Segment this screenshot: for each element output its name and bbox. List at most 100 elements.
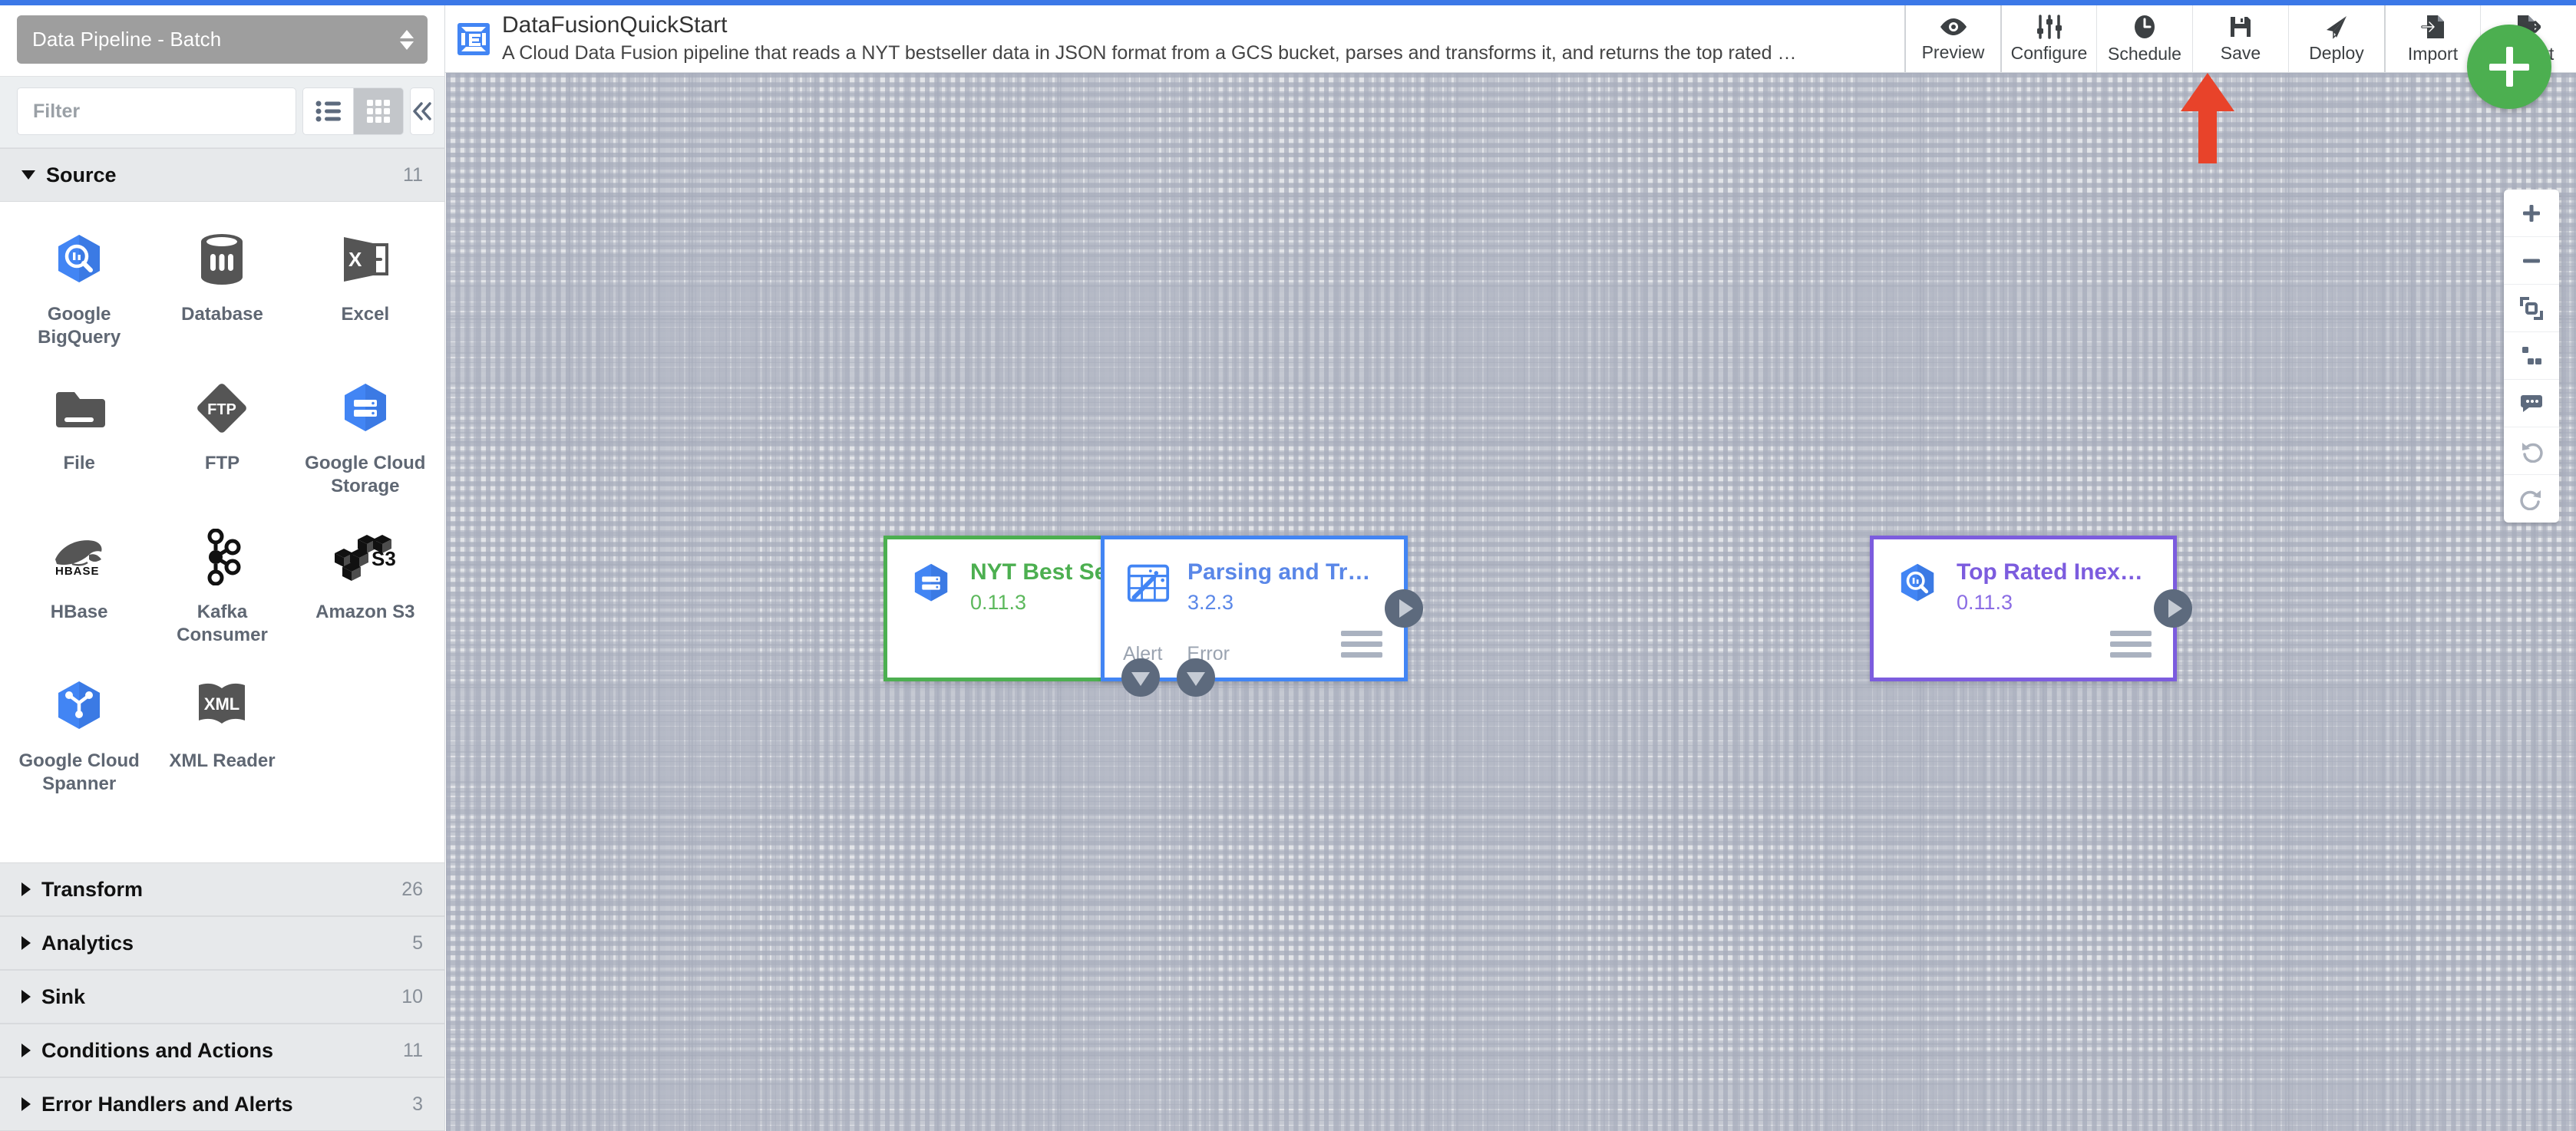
category-label: Error Handlers and Alerts	[41, 1092, 293, 1116]
list-icon	[315, 101, 341, 122]
plugin-item[interactable]: HBASE HBase	[8, 516, 150, 661]
wrangler-icon	[1125, 559, 1172, 607]
comment-button[interactable]	[2504, 380, 2559, 427]
plugin-label: FTP	[204, 453, 240, 473]
s3-icon: S3	[332, 524, 398, 590]
paper-plane-icon	[2327, 15, 2346, 39]
pipeline-description: A Cloud Data Fusion pipeline that reads …	[502, 42, 1807, 64]
configure-button[interactable]: Configure	[2000, 5, 2096, 72]
deploy-button[interactable]: Deploy	[2288, 5, 2384, 72]
plugin-label: Google Cloud Storage	[305, 453, 426, 496]
gcs-icon	[332, 375, 398, 441]
pipeline-type-select[interactable]: Data Pipeline - Batch	[17, 15, 428, 64]
hbase-icon: HBASE	[46, 524, 112, 590]
button-label: Import	[2407, 43, 2459, 64]
window-accent-bar	[0, 0, 2576, 5]
category-label: Conditions and Actions	[41, 1038, 273, 1062]
eye-icon	[1940, 18, 1967, 35]
import-icon	[2420, 15, 2444, 38]
gcs-icon	[907, 559, 955, 607]
pipeline-node-sink[interactable]: Top Rated Inex… 0.11.3	[1870, 536, 2192, 681]
node-output-port[interactable]	[1385, 589, 1423, 628]
plugin-label: Database	[181, 304, 263, 325]
plugin-item[interactable]: Google BigQuery	[8, 219, 150, 363]
preview-button[interactable]: Preview	[1904, 5, 2000, 72]
category-label: Transform	[41, 877, 144, 901]
plugin-label: XML Reader	[169, 750, 276, 771]
alert-port[interactable]	[1121, 658, 1160, 697]
save-button[interactable]: Save	[2192, 5, 2288, 72]
add-node-button[interactable]	[2467, 25, 2551, 109]
bigquery-icon	[46, 226, 112, 292]
grid-view-button[interactable]	[353, 87, 404, 135]
plugin-item[interactable]: Kafka Consumer	[150, 516, 293, 661]
category-count: 11	[403, 163, 423, 186]
zoom-in-button[interactable]	[2504, 190, 2559, 237]
pipeline-canvas[interactable]: NYT Best Selle… 0.11.3	[446, 73, 2576, 1131]
plugin-item[interactable]: X Excel	[294, 219, 437, 363]
plugin-item[interactable]: Database	[150, 219, 293, 363]
node-version: 0.11.3	[1957, 590, 2013, 614]
error-port[interactable]	[1177, 658, 1215, 697]
undo-button[interactable]	[2504, 427, 2559, 475]
plugin-label: File	[63, 453, 95, 473]
sidebar-category-conditions-and-actions[interactable]: Conditions and Actions 11	[0, 1024, 444, 1077]
grid-icon	[367, 100, 390, 123]
pipeline-node-transform[interactable]: Parsing and Tr… 3.2.3 Alert Error	[1101, 536, 1423, 697]
plugin-grid: Google BigQuery Database	[0, 202, 444, 831]
plugin-item[interactable]: File	[8, 368, 150, 512]
data-fusion-logo	[457, 22, 490, 55]
redo-icon	[2520, 490, 2541, 510]
node-menu-button[interactable]	[1341, 631, 1382, 658]
node-version: 3.2.3	[1187, 590, 1234, 614]
caret-right-icon	[21, 882, 31, 896]
category-count: 11	[403, 1039, 423, 1061]
fit-to-screen-button[interactable]	[2504, 285, 2559, 332]
plugin-item[interactable]: FTP FTP	[150, 368, 293, 512]
sidebar-category-sink[interactable]: Sink 10	[0, 970, 444, 1024]
search-input[interactable]	[17, 87, 296, 135]
node-menu-button[interactable]	[2110, 631, 2152, 658]
plugin-item[interactable]: XML XML Reader	[150, 665, 293, 810]
category-count: 26	[401, 878, 423, 900]
plugin-label: Kafka Consumer	[177, 602, 268, 645]
zoom-out-button[interactable]	[2504, 237, 2559, 285]
excel-icon: X	[332, 226, 398, 292]
svg-text:X: X	[348, 248, 362, 271]
sidebar-category-transform[interactable]: Transform 26	[0, 862, 444, 916]
plugin-label: Amazon S3	[315, 602, 415, 622]
plugin-item[interactable]: Google Cloud Storage	[294, 368, 437, 512]
caret-right-icon	[21, 1097, 31, 1111]
import-button[interactable]: Import	[2384, 5, 2480, 72]
xml-icon: XML	[189, 673, 255, 739]
plugin-item[interactable]: Google Cloud Spanner	[8, 665, 150, 810]
node-output-port[interactable]	[2154, 589, 2192, 628]
button-label: Schedule	[2108, 43, 2181, 64]
node-title: Parsing and Tr…	[1187, 559, 1371, 585]
sidebar-category-source[interactable]: Source 11	[0, 148, 444, 202]
redo-button[interactable]	[2504, 475, 2559, 523]
canvas-controls	[2504, 190, 2559, 523]
chevron-double-left-icon	[413, 102, 431, 120]
category-label: Source	[46, 163, 117, 186]
bigquery-icon	[1894, 559, 1941, 607]
plugin-label: Excel	[341, 304, 390, 325]
kafka-icon	[189, 524, 255, 590]
pipeline-type-container: Data Pipeline - Batch	[0, 5, 444, 77]
pipeline-header: DataFusionQuickStart A Cloud Data Fusion…	[445, 5, 1904, 72]
plugin-label: Google Cloud Spanner	[18, 750, 140, 794]
sidebar-category-error-handlers-and-alerts[interactable]: Error Handlers and Alerts 3	[0, 1077, 444, 1131]
list-view-button[interactable]	[302, 87, 353, 135]
zoom-out-icon	[2523, 259, 2540, 262]
node-version: 0.11.3	[970, 590, 1027, 614]
schedule-button[interactable]: Schedule	[2096, 5, 2192, 72]
undo-icon	[2522, 442, 2543, 463]
zoom-in-icon	[2523, 204, 2540, 222]
sidebar-category-analytics[interactable]: Analytics 5	[0, 916, 444, 970]
collapse-sidebar-button[interactable]	[410, 87, 434, 135]
annotation-arrow-icon	[2181, 73, 2234, 163]
plugin-item[interactable]: S3 Amazon S3	[294, 516, 437, 661]
button-label: Configure	[2010, 42, 2088, 63]
align-nodes-button[interactable]	[2504, 332, 2559, 380]
svg-text:FTP: FTP	[208, 401, 237, 418]
